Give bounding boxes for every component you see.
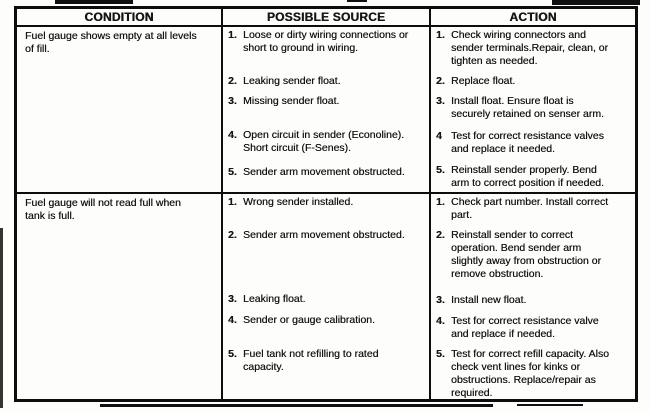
action-item: 2. Reinstall sender to correct operation… bbox=[436, 229, 633, 281]
item-number: 4. bbox=[228, 129, 237, 141]
source-item: 2. Leaking sender float. bbox=[228, 75, 427, 88]
item-number: 4 bbox=[436, 130, 442, 142]
source-item: 1. Wrong sender installed. bbox=[228, 196, 427, 209]
item-number: 4. bbox=[436, 315, 445, 327]
action-item: 4. Test for correct resistance valve and… bbox=[436, 315, 633, 341]
source-item: 4. Open circuit in sender (Econoline). S… bbox=[228, 129, 427, 155]
header-possible-source: POSSIBLE SOURCE bbox=[221, 9, 429, 25]
item-number: 1. bbox=[228, 29, 237, 41]
item-text: Fuel tank not refilling to rated capacit… bbox=[243, 348, 379, 373]
item-text: Test for correct refill capacity. Also c… bbox=[451, 348, 609, 399]
item-number: 1. bbox=[436, 29, 445, 41]
item-text: Test for correct resistance valves and r… bbox=[451, 130, 604, 155]
item-number: 3. bbox=[436, 294, 445, 306]
item-text: Install float. Ensure float is securely … bbox=[451, 95, 604, 120]
source-item: 2. Sender arm movement obstructed. bbox=[228, 229, 427, 242]
action-item: 5. Reinstall sender properly. Bend arm t… bbox=[436, 164, 633, 190]
item-number: 2. bbox=[228, 229, 237, 241]
action-item: 3. Install new float. bbox=[436, 294, 633, 307]
header-condition: CONDITION bbox=[84, 10, 154, 24]
table-row-1-condition-cell: Fuel gauge shows empty at all levels of … bbox=[17, 25, 221, 192]
item-text: Open circuit in sender (Econoline). Shor… bbox=[243, 129, 405, 154]
item-text: Reinstall sender properly. Bend arm to c… bbox=[451, 164, 604, 189]
action-item: 1. Check part number. Install correct pa… bbox=[436, 196, 633, 222]
item-text: Wrong sender installed. bbox=[243, 196, 354, 208]
scan-artifact bbox=[347, 0, 367, 2]
header-action: ACTION bbox=[429, 9, 635, 25]
item-number: 3. bbox=[228, 95, 237, 107]
item-number: 3. bbox=[436, 95, 445, 107]
item-number: 5. bbox=[436, 348, 445, 360]
item-text: Reinstall sender to correct operation. B… bbox=[451, 229, 601, 280]
item-number: 5. bbox=[436, 164, 445, 176]
table-row-2-sources-cell: 1. Wrong sender installed. 2. Sender arm… bbox=[221, 192, 429, 399]
item-text: Check part number. Install correct part. bbox=[451, 196, 608, 221]
item-text: Test for correct resistance valve and re… bbox=[451, 315, 599, 340]
item-text: Sender arm movement obstructed. bbox=[243, 166, 405, 178]
troubleshooting-table: CONDITION POSSIBLE SOURCE ACTION Fuel ga… bbox=[14, 6, 638, 402]
item-number: 2. bbox=[436, 229, 445, 241]
item-text: Check wiring connectors and sender termi… bbox=[451, 29, 608, 67]
item-number: 3. bbox=[228, 293, 237, 305]
table-row-1-sources-cell: 1. Loose or dirty wiring connections or … bbox=[221, 25, 429, 192]
action-item: 1. Check wiring connectors and sender te… bbox=[436, 29, 633, 68]
item-number: 2. bbox=[436, 75, 445, 87]
table-row-2-actions-cell: 1. Check part number. Install correct pa… bbox=[429, 192, 635, 399]
item-number: 4. bbox=[228, 314, 237, 326]
table-row-1-actions-cell: 1. Check wiring connectors and sender te… bbox=[429, 25, 635, 192]
action-item: 4 Test for correct resistance valves and… bbox=[436, 130, 633, 156]
item-text: Missing sender float. bbox=[243, 95, 340, 107]
item-text: Replace float. bbox=[451, 75, 516, 87]
source-item: 5. Fuel tank not refilling to rated capa… bbox=[228, 348, 427, 374]
item-number: 5. bbox=[228, 348, 237, 360]
item-number: 5. bbox=[228, 166, 237, 178]
scan-artifact bbox=[517, 404, 583, 406]
scan-artifact bbox=[552, 0, 640, 5]
item-number: 2. bbox=[228, 75, 237, 87]
condition-text: Fuel gauge will not read full when tank … bbox=[25, 197, 181, 222]
action-item: 5. Test for correct refill capacity. Als… bbox=[436, 348, 633, 399]
item-text: Install new float. bbox=[451, 294, 527, 306]
action-item: 2. Replace float. bbox=[436, 75, 633, 88]
item-number: 1. bbox=[436, 196, 445, 208]
table-row-2-condition-cell: Fuel gauge will not read full when tank … bbox=[17, 192, 221, 399]
source-item: 3. Leaking float. bbox=[228, 293, 427, 306]
source-item: 4. Sender or gauge calibration. bbox=[228, 314, 427, 327]
source-item: 5. Sender arm movement obstructed. bbox=[228, 166, 427, 179]
scan-artifact bbox=[100, 404, 493, 407]
scan-artifact bbox=[55, 0, 133, 4]
source-item: 1. Loose or dirty wiring connections or … bbox=[228, 29, 427, 55]
item-text: Leaking sender float. bbox=[243, 75, 341, 87]
item-number: 1. bbox=[228, 196, 237, 208]
item-text: Sender arm movement obstructed. bbox=[243, 229, 405, 241]
source-item: 3. Missing sender float. bbox=[228, 95, 427, 108]
item-text: Leaking float. bbox=[243, 293, 306, 305]
scan-artifact bbox=[0, 228, 3, 408]
item-text: Sender or gauge calibration. bbox=[243, 314, 375, 326]
condition-text: Fuel gauge shows empty at all levels of … bbox=[25, 30, 197, 55]
item-text: Loose or dirty wiring connections or sho… bbox=[243, 29, 409, 54]
action-item: 3. Install float. Ensure float is secure… bbox=[436, 95, 633, 121]
